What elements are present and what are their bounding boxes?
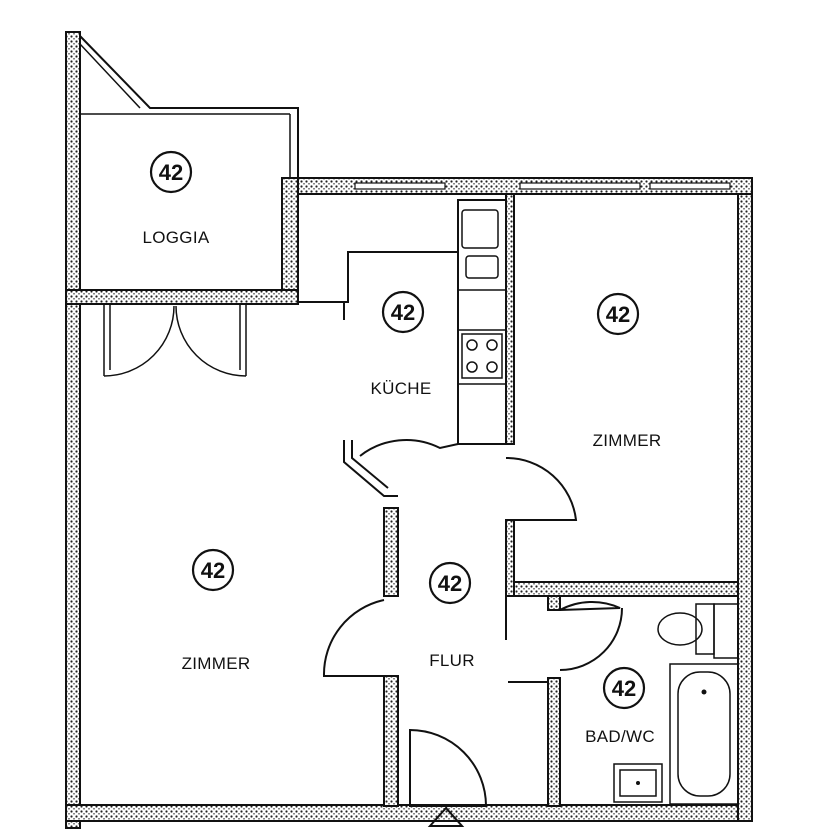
room-name: FLUR xyxy=(429,651,475,670)
kitchen-door xyxy=(359,439,459,457)
room-number: 42 xyxy=(201,558,225,583)
left-room-door xyxy=(322,599,385,677)
room-zimmer-right: 42 ZIMMER xyxy=(593,292,662,450)
kitchen-fixtures xyxy=(458,209,506,385)
right-room-door xyxy=(505,456,578,521)
room-name: KÜCHE xyxy=(370,379,431,398)
stove xyxy=(461,333,503,379)
wall-block xyxy=(713,603,739,659)
interior-walls xyxy=(298,193,739,807)
doors xyxy=(103,304,623,827)
room-flur: 42 FLUR xyxy=(428,561,475,670)
toilet xyxy=(657,603,715,655)
balcony-door xyxy=(103,304,247,377)
bathtub xyxy=(669,663,739,805)
room-number: 42 xyxy=(606,302,630,327)
exterior-walls xyxy=(65,31,753,829)
room-number: 42 xyxy=(612,676,636,701)
room-loggia: 42 LOGGIA xyxy=(143,150,210,247)
room-name: ZIMMER xyxy=(182,654,251,673)
bath-fixtures xyxy=(613,603,739,805)
room-name: ZIMMER xyxy=(593,431,662,450)
room-kueche: 42 KÜCHE xyxy=(370,290,431,398)
room-name: BAD/WC xyxy=(585,727,655,746)
room-zimmer-left: 42 ZIMMER xyxy=(182,548,251,673)
windows xyxy=(354,182,731,190)
entrance-door xyxy=(409,728,488,807)
washbasin xyxy=(613,763,663,803)
room-bad-wc: 42 BAD/WC xyxy=(585,666,655,746)
kitchen-sink xyxy=(461,209,499,249)
room-number: 42 xyxy=(159,160,183,185)
room-number: 42 xyxy=(438,571,462,596)
bath-door xyxy=(559,601,621,611)
room-name: LOGGIA xyxy=(143,228,210,247)
loggia-railing xyxy=(79,35,299,178)
room-number: 42 xyxy=(391,300,415,325)
